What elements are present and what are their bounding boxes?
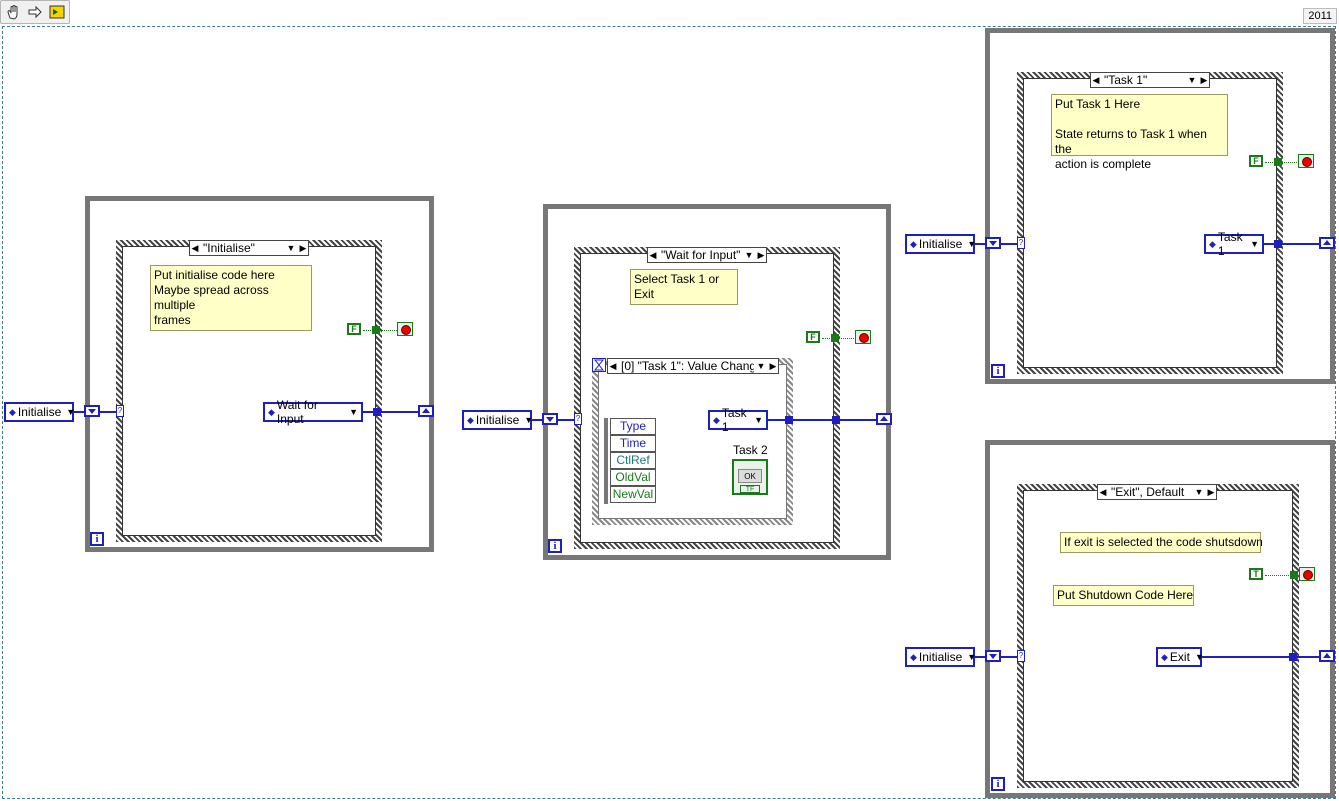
prev-case-icon[interactable]: ◀	[649, 250, 657, 260]
enum-constant-initialise[interactable]: ◆Initialise▼	[905, 234, 976, 254]
prev-case-icon[interactable]: ◀	[1092, 75, 1100, 85]
next-case-icon[interactable]: ▶	[1207, 487, 1215, 497]
false-constant[interactable]: F	[1249, 155, 1263, 167]
event-node-oldval[interactable]: OldVal	[610, 469, 656, 486]
shift-register-left[interactable]	[84, 405, 100, 417]
enum-wire	[768, 419, 876, 421]
stop-terminal-icon[interactable]	[1299, 567, 1315, 581]
diagram-toolbar	[0, 0, 70, 24]
comment-note[interactable]: Put Shutdown Code Here	[1053, 585, 1194, 606]
iteration-terminal[interactable]: i	[90, 532, 104, 546]
enum-constant-initialise[interactable]: ◆Initialise▼	[4, 402, 75, 422]
enum-wire	[363, 411, 419, 413]
selector-terminal[interactable]: ?	[1017, 237, 1025, 249]
comment-note[interactable]: If exit is selected the code shutsdown	[1060, 532, 1263, 553]
arrow-icon[interactable]	[27, 4, 43, 20]
bool-tunnel	[1274, 158, 1282, 166]
event-data-node-bar	[604, 418, 608, 504]
hand-icon[interactable]	[5, 4, 21, 20]
shift-register-right[interactable]	[418, 405, 434, 417]
tf-label: TF	[740, 485, 760, 493]
iteration-terminal[interactable]: i	[991, 777, 1005, 791]
case-selector[interactable]: ◀ "Task 1" ▼ ▶	[1090, 72, 1210, 88]
case-selector[interactable]: ◀ "Initialise" ▼ ▶	[189, 240, 309, 256]
dropdown-icon[interactable]: ▼	[1194, 487, 1204, 497]
stop-terminal-icon[interactable]	[855, 330, 871, 344]
iteration-terminal[interactable]: i	[991, 364, 1005, 378]
next-event-icon[interactable]: ▶	[769, 361, 777, 371]
case-structure-exit[interactable]	[1017, 484, 1299, 788]
enum-constant-exit[interactable]: ◆Exit▼	[1156, 647, 1204, 667]
selector-terminal[interactable]: ?	[574, 413, 582, 425]
enum-constant-task1[interactable]: ◆Task 1▼	[708, 406, 768, 434]
version-badge: 2011	[1303, 8, 1337, 24]
next-case-icon[interactable]: ▶	[299, 243, 307, 253]
shift-register-right[interactable]	[1319, 237, 1335, 249]
shift-register-right[interactable]	[876, 413, 892, 425]
dropdown-icon[interactable]: ▼	[744, 250, 754, 260]
dropdown-icon[interactable]: ▼	[286, 243, 296, 253]
stop-terminal-icon[interactable]	[397, 322, 413, 336]
false-constant[interactable]: F	[806, 331, 820, 343]
case-selector[interactable]: ◀ "Exit", Default ▼ ▶	[1097, 484, 1217, 500]
comment-note[interactable]: Select Task 1 or Exit	[630, 269, 738, 305]
shift-register-left[interactable]	[542, 413, 558, 425]
true-constant[interactable]: T	[1249, 568, 1263, 580]
selector-terminal[interactable]: ?	[1017, 650, 1025, 662]
prev-case-icon[interactable]: ◀	[191, 243, 199, 253]
timeout-hourglass-icon[interactable]	[592, 358, 606, 372]
bool-tunnel	[831, 334, 839, 342]
dropdown-icon[interactable]: ▼	[1187, 75, 1197, 85]
output-tunnel	[1289, 653, 1297, 661]
event-output-tunnel	[785, 416, 793, 424]
false-constant[interactable]: F	[347, 323, 361, 335]
enum-constant-wait-for-input[interactable]: ◆Wait for Input▼	[263, 398, 363, 426]
task2-label: Task 2	[733, 443, 768, 457]
output-tunnel	[373, 408, 381, 416]
event-node-ctlref[interactable]: CtlRef	[610, 452, 656, 469]
prev-event-icon[interactable]: ◀	[609, 361, 617, 371]
enum-constant-task1[interactable]: ◆Task 1▼	[1204, 230, 1264, 258]
enum-constant-initialise[interactable]: ◆Initialise▼	[462, 410, 533, 430]
ok-button-icon: OK	[738, 469, 762, 483]
stop-terminal-icon[interactable]	[1298, 154, 1314, 168]
bool-wire	[822, 338, 858, 339]
next-case-icon[interactable]: ▶	[757, 250, 765, 260]
labview-icon[interactable]	[49, 4, 65, 20]
task2-button-terminal[interactable]: OK TF	[732, 459, 768, 495]
enum-wire	[1202, 656, 1320, 658]
case-output-tunnel	[832, 416, 840, 424]
dropdown-icon[interactable]: ▼	[756, 361, 766, 371]
iteration-terminal[interactable]: i	[548, 539, 562, 553]
shift-register-right[interactable]	[1319, 650, 1335, 662]
bool-tunnel	[372, 326, 380, 334]
bool-tunnel	[1290, 571, 1298, 579]
bool-wire	[1265, 162, 1301, 163]
selector-terminal[interactable]: ?	[116, 405, 124, 417]
event-node-type[interactable]: Type	[610, 418, 656, 435]
event-node-time[interactable]: Time	[610, 435, 656, 452]
enum-wire	[1264, 243, 1320, 245]
next-case-icon[interactable]: ▶	[1200, 75, 1208, 85]
bool-wire	[1265, 575, 1301, 576]
output-tunnel	[1274, 240, 1282, 248]
bool-wire	[363, 330, 399, 331]
case-selector[interactable]: ◀ "Wait for Input" ▼ ▶	[647, 247, 767, 263]
shift-register-left[interactable]	[985, 237, 1001, 249]
prev-case-icon[interactable]: ◀	[1099, 487, 1107, 497]
event-selector[interactable]: ◀ [0] "Task 1": Value Chang ▼ ▶	[607, 358, 779, 374]
enum-constant-initialise[interactable]: ◆Initialise▼	[905, 647, 976, 667]
event-node-newval[interactable]: NewVal	[610, 486, 656, 503]
shift-register-left[interactable]	[985, 650, 1001, 662]
diagram-frame	[2, 26, 1336, 799]
